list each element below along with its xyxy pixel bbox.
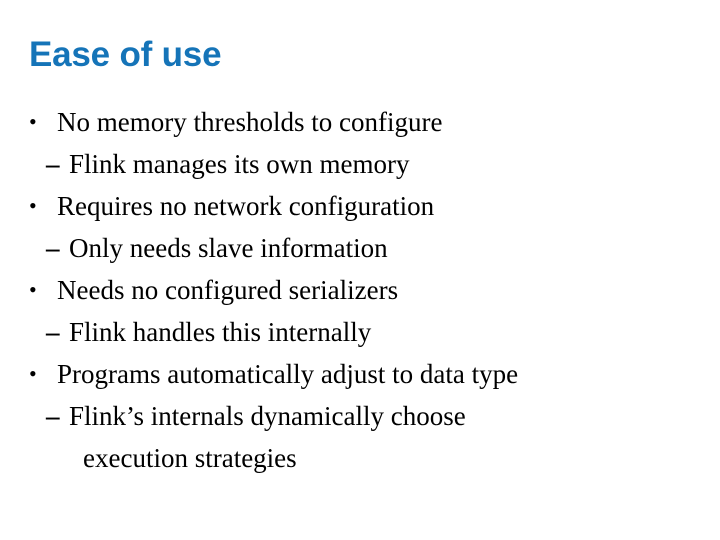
bullet-marker-dot: •: [29, 193, 37, 218]
page-title: Ease of use: [29, 35, 222, 74]
list-item: • Programs automatically adjust to data …: [0, 353, 720, 395]
sub-list-item: – Flink manages its own memory: [0, 143, 720, 185]
bullet-marker-dash: –: [46, 233, 60, 263]
list-item-label: Needs no configured serializers: [57, 275, 399, 305]
sub-list-item-label: Flink handles this internally: [69, 317, 372, 347]
sub-list-item-label: Only needs slave information: [69, 233, 388, 263]
list-item: • Needs no configured serializers: [0, 269, 720, 311]
list-item-label: Requires no network configuration: [57, 191, 435, 221]
sub-list-item-label: execution strategies: [83, 443, 297, 473]
bullet-marker-dash: –: [46, 317, 60, 347]
bullet-marker-dash: –: [46, 401, 60, 431]
sub-list-item: – Only needs slave information: [0, 227, 720, 269]
bullet-marker-dot: •: [29, 361, 37, 386]
list-item-label: Programs automatically adjust to data ty…: [57, 359, 519, 389]
list-item: • Requires no network configuration: [0, 185, 720, 227]
sub-list-item-continuation: execution strategies: [0, 437, 720, 479]
list-item: • No memory thresholds to configure: [0, 101, 720, 143]
bullet-marker-dot: •: [29, 109, 37, 134]
sub-list-item-label: Flink’s internals dynamically choose: [69, 401, 466, 431]
list-item-label: No memory thresholds to configure: [57, 107, 443, 137]
bullet-marker-dash: –: [46, 149, 60, 179]
sub-list-item: – Flink handles this internally: [0, 311, 720, 353]
bullet-marker-dot: •: [29, 277, 37, 302]
sub-list-item-label: Flink manages its own memory: [69, 149, 410, 179]
bullet-list: • No memory thresholds to configure – Fl…: [0, 101, 720, 479]
sub-list-item: – Flink’s internals dynamically choose: [0, 395, 720, 437]
